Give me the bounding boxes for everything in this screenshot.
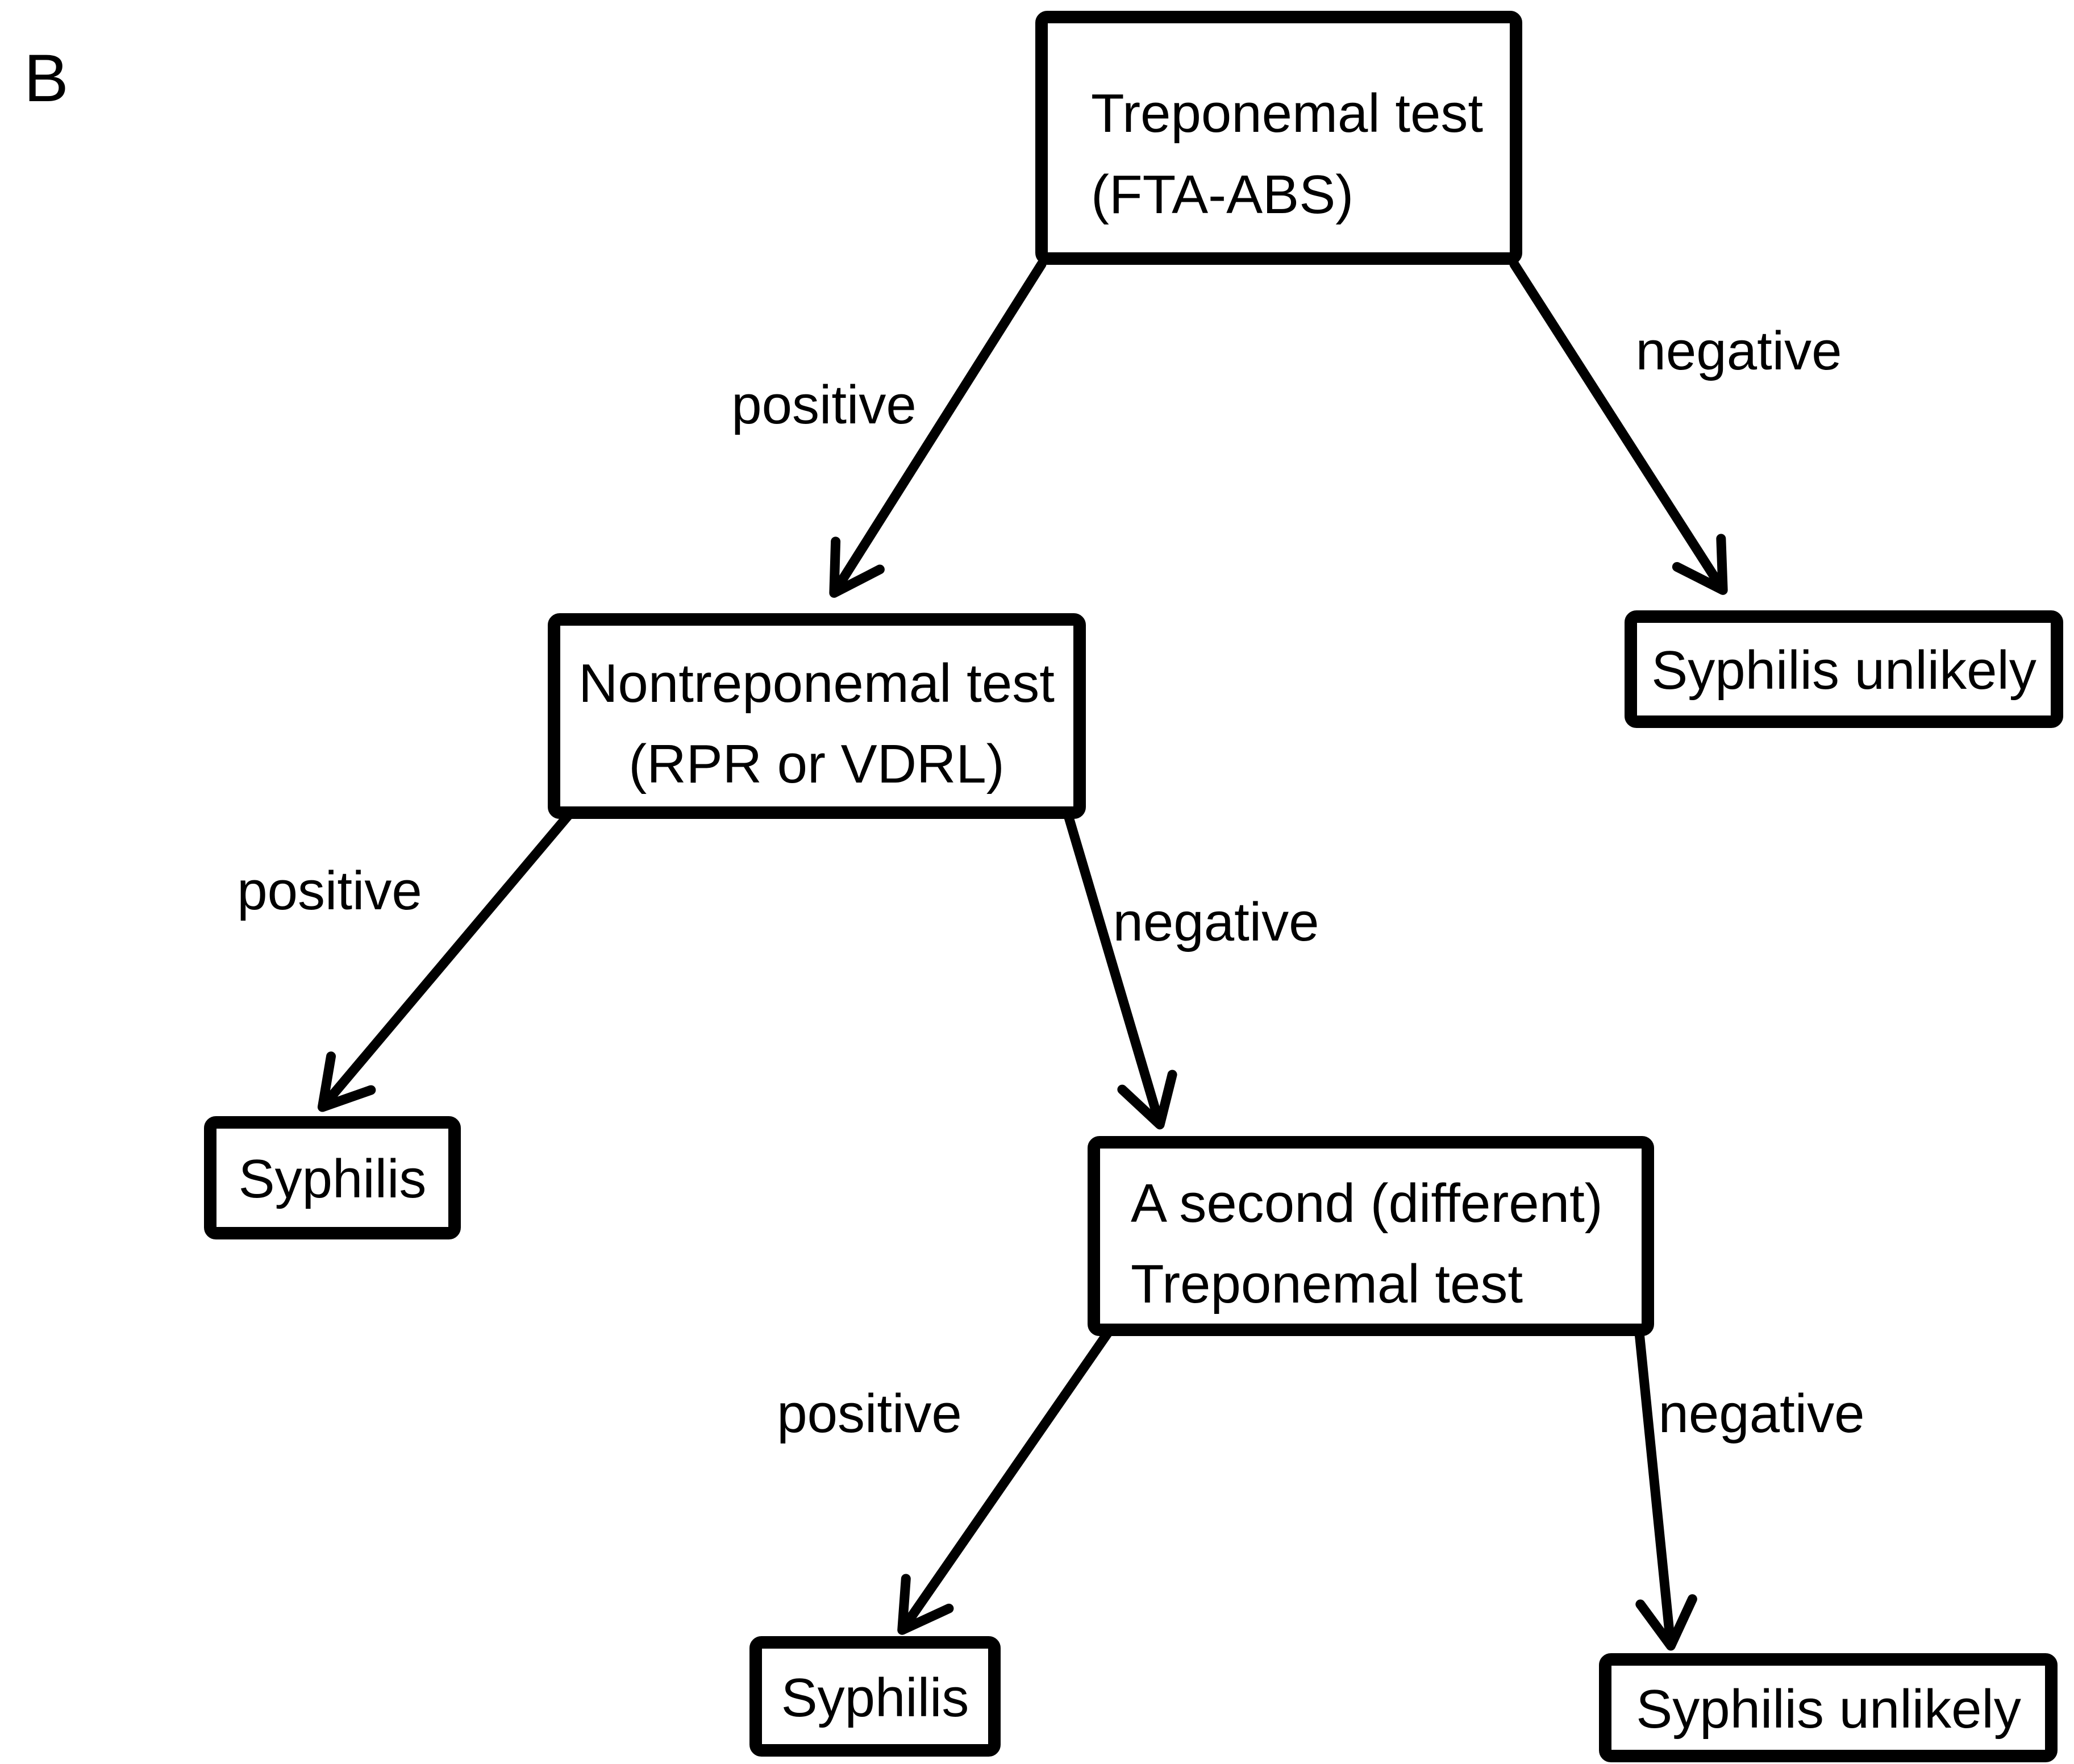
edge-labels-group: positive negative positive negative posi… bbox=[237, 321, 1864, 1444]
nodes-group: Treponemal test (FTA-ABS) Nontreponemal … bbox=[204, 11, 2063, 1762]
edge-treponemal-negative-arrow bbox=[1509, 259, 1728, 595]
node-nontreponemal-test-line1: Nontreponemal test bbox=[578, 653, 1055, 714]
node-syphilis-bottom: Syphilis bbox=[749, 1636, 1001, 1757]
node-treponemal-test: Treponemal test (FTA-ABS) bbox=[1035, 11, 1522, 265]
node-syphilis-left-box bbox=[204, 1116, 461, 1239]
node-second-treponemal-test-line1: A second (different) bbox=[1131, 1173, 1603, 1234]
edge-label-positive-2: positive bbox=[237, 860, 422, 921]
edge-label-positive-1: positive bbox=[731, 375, 917, 435]
node-syphilis-bottom-label: Syphilis bbox=[781, 1667, 969, 1728]
node-treponemal-test-line1: Treponemal test bbox=[1091, 83, 1483, 144]
node-syphilis-unlikely-top-label: Syphilis unlikely bbox=[1651, 640, 2036, 701]
edge-second-negative-arrow bbox=[1634, 1328, 1697, 1651]
edge-label-positive-3: positive bbox=[777, 1383, 962, 1444]
node-nontreponemal-test-box bbox=[548, 613, 1086, 819]
node-syphilis-unlikely-bottom-label: Syphilis unlikely bbox=[1636, 1679, 2021, 1740]
node-nontreponemal-test: Nontreponemal test (RPR or VDRL) bbox=[548, 613, 1086, 819]
node-second-treponemal-test-line2: Treponemal test bbox=[1131, 1254, 1523, 1314]
edge-label-negative-2: negative bbox=[1113, 892, 1319, 952]
edge-label-negative-1: negative bbox=[1636, 321, 1842, 381]
node-second-treponemal-test: A second (different) Treponemal test bbox=[1088, 1136, 1654, 1336]
edge-treponemal-positive-arrow bbox=[829, 259, 1047, 598]
node-syphilis-unlikely-top: Syphilis unlikely bbox=[1625, 610, 2063, 728]
edges-group bbox=[317, 259, 1728, 1651]
edge-label-negative-3: negative bbox=[1659, 1383, 1865, 1444]
node-syphilis-unlikely-bottom: Syphilis unlikely bbox=[1599, 1653, 2058, 1762]
panel-letter: B bbox=[24, 41, 69, 116]
node-treponemal-test-box bbox=[1035, 11, 1522, 265]
node-nontreponemal-test-line2: (RPR or VDRL) bbox=[628, 734, 1004, 794]
edge-second-positive-arrow bbox=[897, 1328, 1113, 1635]
node-syphilis-unlikely-top-box bbox=[1625, 610, 2063, 728]
node-syphilis-left: Syphilis bbox=[204, 1116, 461, 1239]
node-syphilis-unlikely-bottom-box bbox=[1599, 1653, 2058, 1762]
node-syphilis-left-label: Syphilis bbox=[239, 1149, 427, 1209]
node-treponemal-test-line2: (FTA-ABS) bbox=[1091, 164, 1353, 225]
edge-nontreponemal-negative-arrow bbox=[1063, 810, 1177, 1130]
edge-nontreponemal-positive-arrow bbox=[317, 810, 573, 1112]
node-syphilis-bottom-box bbox=[749, 1636, 1001, 1757]
node-second-treponemal-test-box bbox=[1088, 1136, 1654, 1336]
